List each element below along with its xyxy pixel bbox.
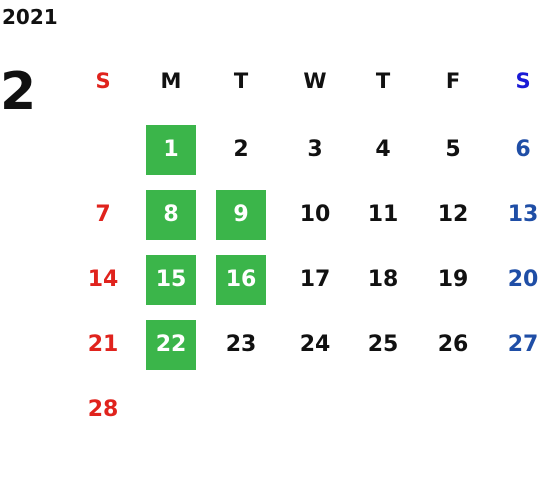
day-28[interactable]: 28	[87, 397, 119, 422]
day-2[interactable]: 2	[233, 137, 249, 162]
day-24[interactable]: 24	[299, 332, 331, 357]
day-18[interactable]: 18	[367, 267, 399, 292]
year-label: 2021	[2, 5, 58, 29]
weekday-header-thursday: T	[375, 68, 391, 93]
day-26[interactable]: 26	[437, 332, 469, 357]
day-17[interactable]: 17	[299, 267, 331, 292]
weekday-header-sunday: S	[95, 68, 111, 93]
weekday-header-saturday: S	[515, 68, 531, 93]
weekday-header-friday: F	[445, 68, 461, 93]
day-19[interactable]: 19	[437, 267, 469, 292]
day-1-highlighted[interactable]: 1	[146, 125, 196, 175]
day-15-highlighted[interactable]: 15	[146, 255, 196, 305]
day-11[interactable]: 11	[367, 202, 399, 227]
day-23[interactable]: 23	[225, 332, 257, 357]
weekday-header-monday: M	[160, 68, 182, 93]
day-3[interactable]: 3	[307, 137, 323, 162]
day-7[interactable]: 7	[95, 202, 111, 227]
day-13[interactable]: 13	[507, 202, 539, 227]
day-16-highlighted[interactable]: 16	[216, 255, 266, 305]
day-6[interactable]: 6	[515, 137, 531, 162]
month-number: 2	[0, 62, 37, 122]
day-12[interactable]: 12	[437, 202, 469, 227]
day-25[interactable]: 25	[367, 332, 399, 357]
day-14[interactable]: 14	[87, 267, 119, 292]
day-20[interactable]: 20	[507, 267, 539, 292]
day-21[interactable]: 21	[87, 332, 119, 357]
day-8-highlighted[interactable]: 8	[146, 190, 196, 240]
day-9-highlighted[interactable]: 9	[216, 190, 266, 240]
day-4[interactable]: 4	[375, 137, 391, 162]
day-22-highlighted[interactable]: 22	[146, 320, 196, 370]
day-27[interactable]: 27	[507, 332, 539, 357]
day-5[interactable]: 5	[445, 137, 461, 162]
weekday-header-tuesday: T	[233, 68, 249, 93]
weekday-header-wednesday: W	[303, 68, 327, 93]
day-10[interactable]: 10	[299, 202, 331, 227]
